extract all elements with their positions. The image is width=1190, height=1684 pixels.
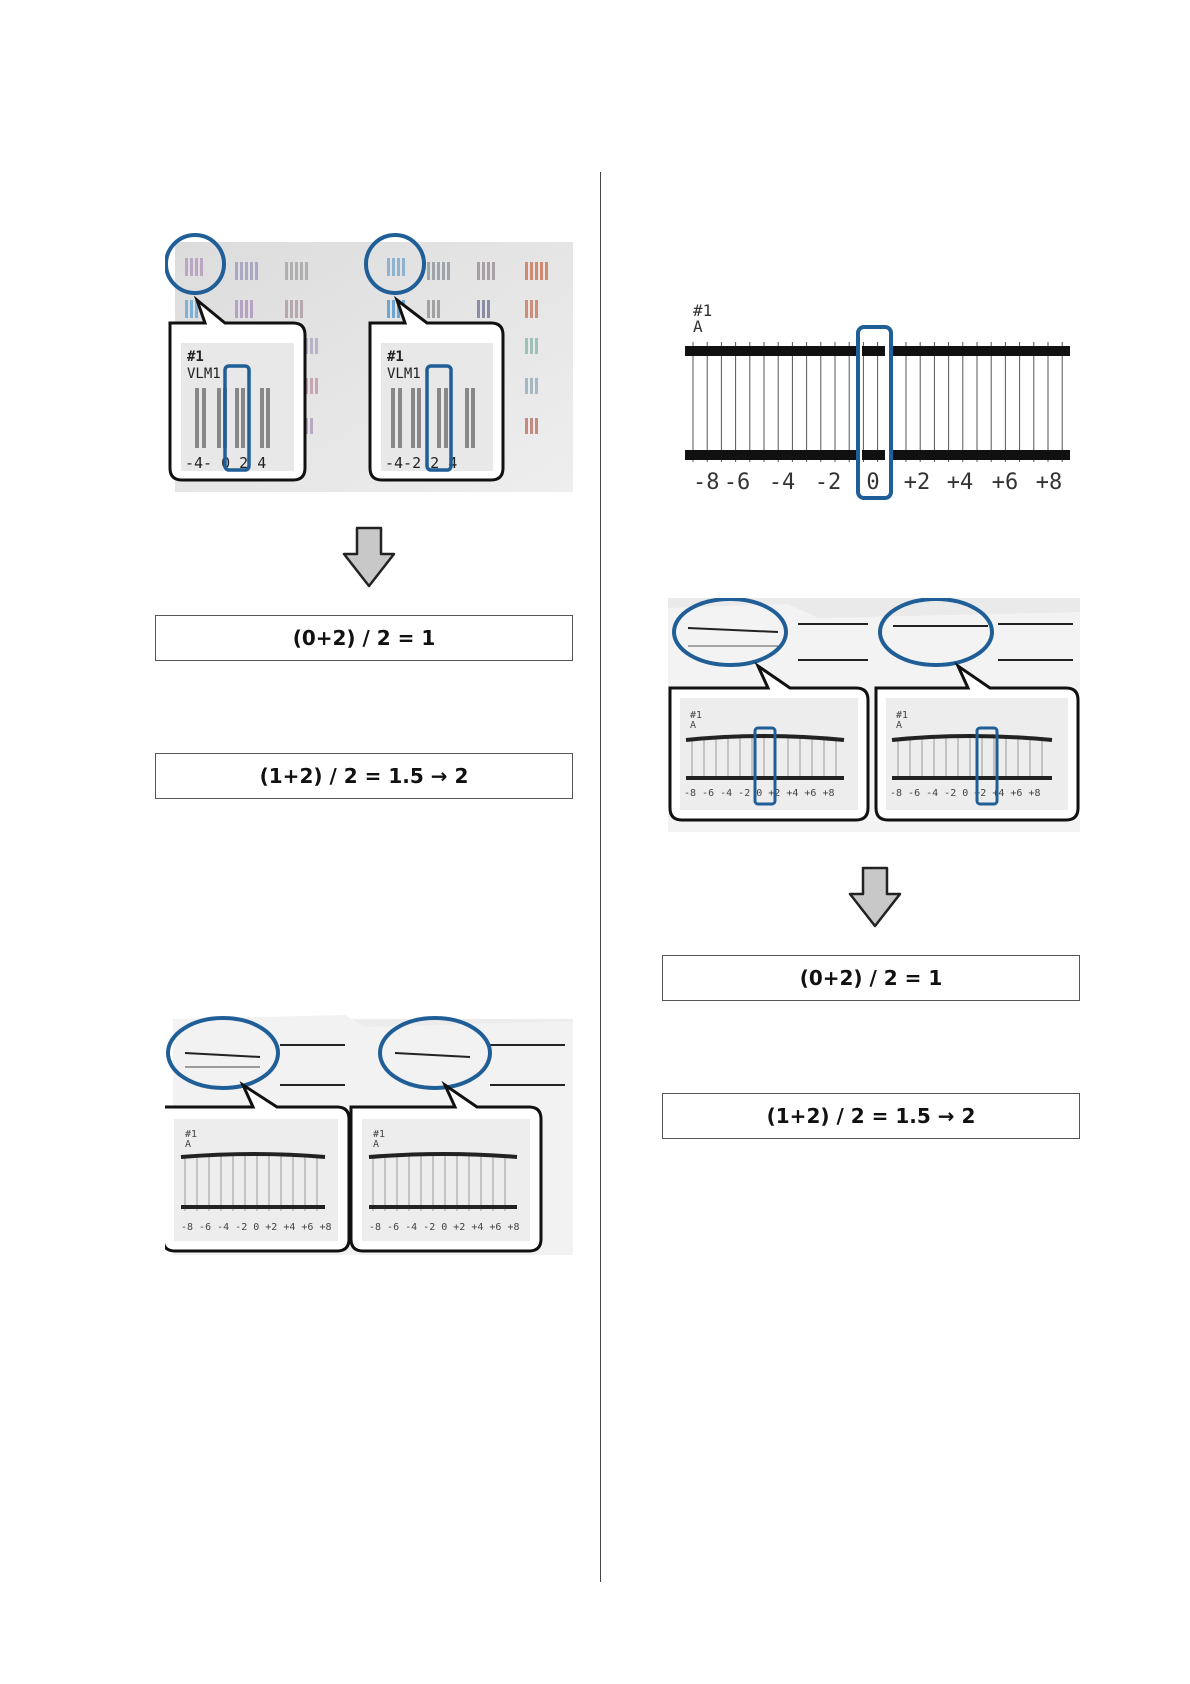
svg-text:A: A: [896, 720, 902, 731]
pattern-scale-label: +4: [947, 470, 974, 495]
pattern-scale-label: +2: [904, 470, 931, 495]
a-pattern-photo-lower-left: #1 A -8 -6 -4 -2 0 +2 +4 +6 +8 #1 A -8 -…: [165, 1015, 573, 1255]
pattern-scale-label: +6: [992, 470, 1019, 495]
svg-text:-8 -6 -4 -2 0 +2 +4 +6: -8 -6 -4 -2 0 +2 +4 +6 +8: [181, 1222, 332, 1233]
vlm-pattern-photo: #1 VLM1 -4- 0 2 4 #1 VLM1 -4-2 2 4: [165, 228, 573, 493]
formula-box-right-1: (0+2) / 2 = 1: [662, 955, 1080, 1001]
svg-text:A: A: [185, 1139, 191, 1150]
pattern-scale-label: -2: [815, 470, 842, 495]
pattern-label-2: A: [693, 317, 703, 336]
pattern-scale-label: +8: [1036, 470, 1063, 495]
svg-text:-8 -6 -4 -2 0 +2 +4 +6: -8 -6 -4 -2 0 +2 +4 +6 +8: [684, 788, 835, 799]
a-pattern-photo-right: #1 A -8 -6 -4 -2 0 +2 +4 +6 +8 #1 A -8 -…: [668, 598, 1080, 832]
formula-box-left-2: (1+2) / 2 = 1.5 → 2: [155, 753, 573, 799]
svg-text:A: A: [373, 1139, 379, 1150]
formula-box-right-2: (1+2) / 2 = 1.5 → 2: [662, 1093, 1080, 1139]
pattern-scale-label: 0: [866, 470, 879, 495]
svg-text:-8 -6 -4 -2 0 +2 +4 +6: -8 -6 -4 -2 0 +2 +4 +6 +8: [890, 788, 1041, 799]
column-divider: [600, 172, 601, 1582]
pattern-scale-label: -4: [769, 470, 796, 495]
callout-left-line1: #1: [187, 349, 204, 365]
pattern-scale-label: -6: [724, 470, 751, 495]
pattern-scale-label: -8: [693, 470, 720, 495]
callout-right-line2: VLM1: [387, 366, 421, 382]
callout-left-line2: VLM1: [187, 366, 221, 382]
formula-box-left-1: (0+2) / 2 = 1: [155, 615, 573, 661]
down-arrow-icon: [848, 866, 902, 928]
svg-text:-8 -6 -4 -2 0 +2 +4 +6: -8 -6 -4 -2 0 +2 +4 +6 +8: [369, 1222, 520, 1233]
callout-right-line1: #1: [387, 349, 404, 365]
svg-text:A: A: [690, 720, 696, 731]
down-arrow-icon: [342, 526, 396, 588]
